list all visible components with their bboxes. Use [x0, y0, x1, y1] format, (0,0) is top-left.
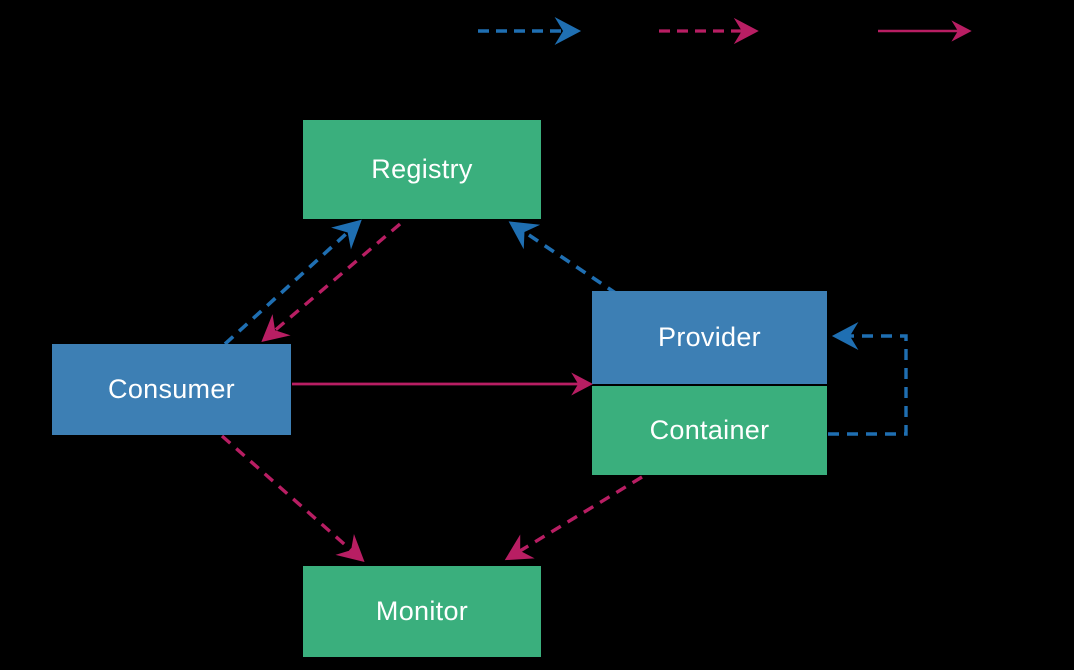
node-provider-label: Provider: [658, 322, 761, 352]
node-consumer-label: Consumer: [108, 374, 235, 404]
node-consumer[interactable]: Consumer: [52, 344, 291, 435]
node-registry[interactable]: Registry: [303, 120, 541, 219]
node-container[interactable]: Container: [592, 386, 827, 475]
node-registry-label: Registry: [371, 154, 473, 184]
edge-consumer-to-monitor: [220, 434, 365, 563]
node-monitor[interactable]: Monitor: [303, 566, 541, 657]
node-container-label: Container: [649, 415, 770, 445]
caption-text: [0, 52, 1040, 68]
edge-consumer-to-registry: [223, 219, 362, 346]
edge-container-to-monitor: [504, 475, 643, 561]
edge-registry-to-consumer: [261, 222, 402, 342]
node-monitor-label: Monitor: [375, 596, 469, 626]
edge-provider-to-registry: [508, 221, 619, 296]
node-provider[interactable]: Provider: [592, 291, 827, 384]
edge-container-to-provider: [828, 322, 908, 436]
